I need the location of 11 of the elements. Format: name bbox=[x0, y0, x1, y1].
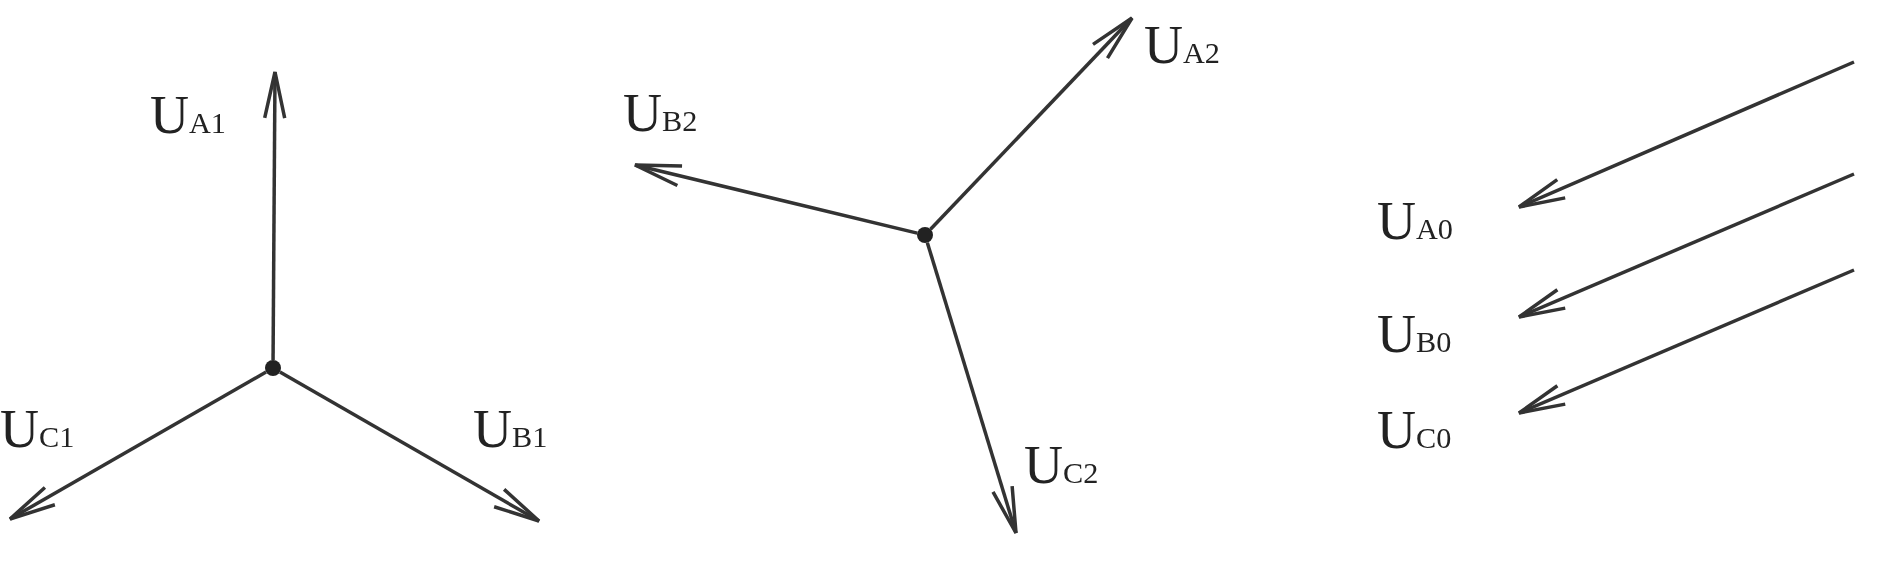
phasor-arrow bbox=[1517, 268, 1855, 415]
junction-dot bbox=[265, 360, 281, 376]
phasor-arrow bbox=[925, 242, 1018, 535]
phasor-arrow bbox=[279, 370, 541, 523]
phasor-arrow bbox=[929, 16, 1134, 231]
phasor-arrow bbox=[1517, 172, 1855, 319]
phasor-arrow bbox=[262, 70, 287, 360]
phasor-arrow bbox=[1517, 60, 1855, 209]
phasor-arrow bbox=[8, 370, 267, 521]
junction-dot bbox=[917, 227, 933, 243]
phasor-arrow bbox=[633, 163, 918, 235]
